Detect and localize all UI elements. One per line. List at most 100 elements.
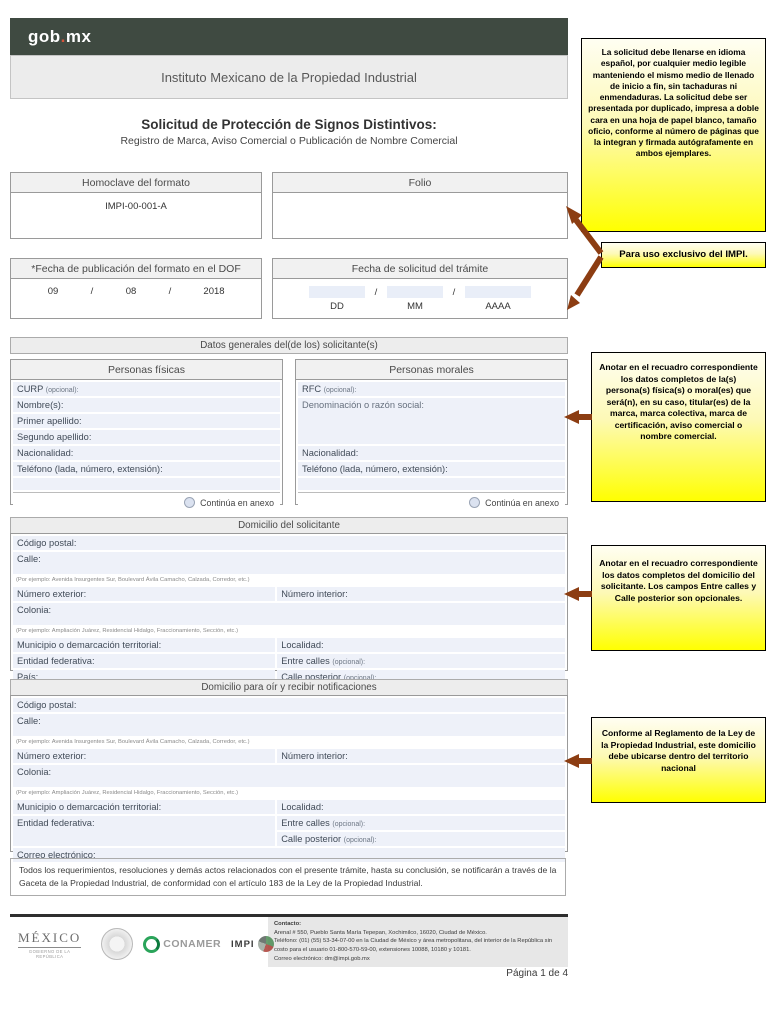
telefono-input[interactable] (298, 478, 565, 490)
telefono-field[interactable]: Teléfono (lada, número, extensión): (298, 462, 565, 476)
field-label: Nacionalidad: (17, 448, 74, 458)
field-label: Número exterior: (17, 589, 87, 599)
optional-label: (opcional): (343, 837, 377, 844)
contact-address: Arenal # 550, Pueblo Santa María Tepepan… (274, 929, 487, 936)
calle-example-hint: (Por ejemplo: Avenida Insurgentes Sur, B… (13, 576, 565, 585)
section-title: Domicilio del solicitante (238, 520, 340, 531)
calle-field[interactable]: Calle: (13, 714, 565, 736)
impi-exclusive-note: Para uso exclusivo del IMPI. (601, 242, 766, 268)
optional-label: (opcional): (45, 387, 79, 394)
contact-title: Contacto: (274, 921, 302, 927)
codigo-postal-field[interactable]: Código postal: (13, 698, 565, 712)
personas-morales-header: Personas morales (296, 360, 567, 380)
colonia-field[interactable]: Colonia: (13, 603, 565, 625)
colonia-example-hint: (Por ejemplo: Ampliación Juárez, Residen… (13, 789, 565, 798)
footer-logos: MÉXICO GOBIERNO DE LA REPÚBLICA CONAMER … (10, 917, 274, 967)
telefono-input[interactable] (13, 478, 280, 490)
continua-anexo-row: Continúa en anexo (298, 492, 565, 510)
page-number: Página 1 de 4 (506, 968, 568, 979)
gobmx-logo: gob.mx (28, 27, 91, 47)
field-label: CURP (17, 384, 44, 394)
entidad-federativa-field[interactable]: Entidad federativa: (13, 654, 276, 668)
municipio-field[interactable]: Municipio o demarcación territorial: (13, 800, 276, 814)
rfc-field[interactable]: RFC (opcional): (298, 382, 565, 396)
year-field[interactable] (465, 286, 531, 298)
colonia-field[interactable]: Colonia: (13, 765, 565, 787)
numero-exterior-field[interactable]: Número exterior: (13, 587, 276, 601)
numero-interior-field[interactable]: Número interior: (277, 749, 565, 763)
entre-calles-field[interactable]: Entre calles (opcional): (277, 816, 565, 830)
personas-fisicas-box: Personas físicas CURP (opcional): Nombre… (10, 359, 283, 510)
optional-label: (opcional): (344, 675, 377, 682)
field-label: Entidad federativa: (17, 818, 95, 828)
domicilio-nacional-note: Conforme al Reglamento de la Ley de la P… (591, 717, 766, 803)
fecha-solicitud-box: Fecha de solicitud del trámite / / DD MM… (272, 258, 568, 319)
form-subtitle: Registro de Marca, Aviso Comercial o Pub… (120, 135, 458, 147)
gobmx-logo-post: mx (65, 26, 92, 46)
field-label: Código postal: (17, 538, 77, 548)
section-datos-generales: Datos generales del(de los) solicitante(… (10, 337, 568, 354)
codigo-postal-field[interactable]: Código postal: (13, 536, 565, 550)
field-label: Calle: (17, 716, 41, 726)
localidad-field[interactable]: Localidad: (277, 638, 565, 652)
date-separator: / (168, 286, 172, 297)
month-field[interactable] (387, 286, 443, 298)
nacionalidad-field[interactable]: Nacionalidad: (13, 446, 280, 460)
continua-anexo-label: Continúa en anexo (485, 497, 559, 508)
entre-calles-field[interactable]: Entre calles (opcional): (277, 654, 565, 668)
field-label: Correo electrónico: (17, 850, 96, 860)
numero-interior-field[interactable]: Número interior: (277, 587, 565, 601)
primer-apellido-field[interactable]: Primer apellido: (13, 414, 280, 428)
contact-phone: Teléfono: (01) (55) 53-34-07-00 en la Ci… (274, 938, 553, 954)
entidad-federativa-field[interactable]: Entidad federativa: (13, 816, 276, 846)
fecha-dof-month: 08 (125, 286, 137, 297)
calle-posterior-field[interactable]: Calle posterior (opcional): (277, 832, 565, 846)
fecha-dof-values: 09 / 08 / 2018 (11, 279, 261, 297)
continua-anexo-label: Continúa en anexo (200, 497, 274, 508)
folio-header: Folio (273, 173, 567, 193)
date-separator: / (452, 286, 456, 298)
field-label: Entre calles (281, 818, 330, 828)
fecha-dof-year: 2018 (203, 286, 225, 297)
homoclave-header: Homoclave del formato (11, 173, 261, 193)
continua-anexo-radio[interactable] (469, 497, 481, 508)
section-title: Datos generales del(de los) solicitante(… (200, 340, 378, 351)
calle-field[interactable]: Calle: (13, 552, 565, 574)
optional-label: (opcional): (332, 659, 366, 666)
field-label: RFC (302, 384, 322, 394)
fecha-solicitud-fields: / / (273, 279, 567, 298)
field-label: Teléfono (lada, número, extensión): (302, 464, 448, 474)
mexico-logo-text: MÉXICO (18, 930, 82, 948)
gobmx-logo-pre: gob (28, 26, 61, 46)
numero-exterior-field[interactable]: Número exterior: (13, 749, 276, 763)
section-domicilio-solicitante: Domicilio del solicitante (10, 517, 568, 534)
conamer-logo: CONAMER (143, 935, 222, 953)
telefono-field[interactable]: Teléfono (lada, número, extensión): (13, 462, 280, 476)
gobmx-logo-dot: . (60, 26, 66, 46)
continua-anexo-radio[interactable] (184, 497, 196, 508)
impi-logo-text: IMPI (231, 938, 255, 950)
nombres-field[interactable]: Nombre(s): (13, 398, 280, 412)
instructions-note: La solicitud debe llenarse en idioma esp… (581, 38, 766, 232)
form-title: Solicitud de Protección de Signos Distin… (141, 117, 437, 132)
institute-bar: Instituto Mexicano de la Propiedad Indus… (10, 55, 568, 99)
conamer-logo-text: CONAMER (163, 938, 222, 950)
municipio-field[interactable]: Municipio o demarcación territorial: (13, 638, 276, 652)
date-separator: / (90, 286, 94, 297)
denominacion-field[interactable]: Denominación o razón social: (298, 398, 565, 444)
day-field[interactable] (309, 286, 365, 298)
curp-field[interactable]: CURP (opcional): (13, 382, 280, 396)
nacionalidad-field[interactable]: Nacionalidad: (298, 446, 565, 460)
personas-morales-box: Personas morales RFC (opcional): Denomin… (295, 359, 568, 510)
field-label: Código postal: (17, 700, 77, 710)
continua-anexo-row: Continúa en anexo (13, 492, 280, 510)
localidad-field[interactable]: Localidad: (277, 800, 565, 814)
fecha-dof-box: *Fecha de publicación del formato en el … (10, 258, 262, 319)
personas-fisicas-header: Personas físicas (11, 360, 282, 380)
date-separator: / (374, 286, 378, 298)
segundo-apellido-field[interactable]: Segundo apellido: (13, 430, 280, 444)
homoclave-label: Homoclave del formato (82, 176, 190, 189)
section-title: Domicilio para oír y recibir notificacio… (201, 682, 377, 693)
field-label: Entidad federativa: (17, 656, 95, 666)
